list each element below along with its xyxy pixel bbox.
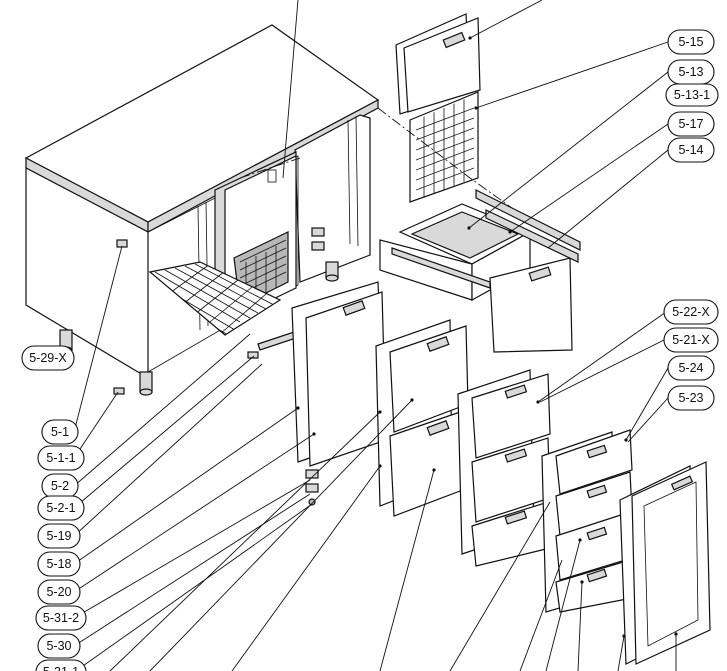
leader-lines <box>65 0 677 671</box>
callout-5-2-1: 5-2-1 <box>37 495 85 521</box>
callout-label: 5-14 <box>678 143 703 157</box>
callout-label: 5-19 <box>46 529 71 543</box>
callout-label: 5-2 <box>51 479 69 493</box>
shelf-clip <box>247 351 259 359</box>
tall-door <box>291 281 387 467</box>
three-drawer-front <box>457 369 551 567</box>
callout-label: 5-1-1 <box>46 451 75 465</box>
projection-lines <box>239 107 541 229</box>
vent-door-panel <box>395 13 481 203</box>
callout-5-21-x: 5-21-X <box>663 327 719 353</box>
hinge-clip-2 <box>305 483 319 493</box>
callout-5-30: 5-30 <box>37 633 81 659</box>
callout-5-31-2: 5-31-2 <box>35 605 87 631</box>
callout-label: 5-17 <box>678 117 703 131</box>
callout-label: 5-1 <box>51 425 69 439</box>
callout-label: 5-31-2 <box>43 611 79 625</box>
callout-label: 5-13 <box>678 65 703 79</box>
callout-label: 5-13-1 <box>674 88 710 102</box>
glass-door <box>619 461 711 665</box>
callout-label: 5-15 <box>678 35 703 49</box>
callout-5-1-1: 5-1-1 <box>37 445 85 471</box>
cabinet-body <box>24 24 380 396</box>
callout-5-15: 5-15 <box>667 29 715 55</box>
callout-5-19: 5-19 <box>37 523 81 549</box>
callout-5-1: 5-1 <box>41 419 79 445</box>
callout-5-18: 5-18 <box>37 551 81 577</box>
callout-label: 5-21-X <box>672 333 710 347</box>
callout-label: 5-18 <box>46 557 71 571</box>
screw <box>308 498 316 506</box>
drawer-assembly <box>379 189 581 353</box>
callout-label: 5-30 <box>46 639 71 653</box>
callout-5-14: 5-14 <box>667 137 715 163</box>
hinge-clip <box>305 469 319 479</box>
callout-label: 5-2-1 <box>46 501 75 515</box>
callout-label: 5-24 <box>678 361 703 375</box>
callout-5-24: 5-24 <box>667 355 715 381</box>
callout-5-31-1: 5-31-1 <box>35 659 87 671</box>
callout-5-20: 5-20 <box>37 579 81 605</box>
panel-clip <box>113 387 125 395</box>
callout-5-17: 5-17 <box>667 111 715 137</box>
callout-label: 5-31-1 <box>43 665 79 671</box>
callout-5-2: 5-2 <box>41 473 79 499</box>
callout-label: 5-29-X <box>29 351 67 365</box>
callout-5-13: 5-13 <box>667 59 715 85</box>
callout-label: 5-20 <box>46 585 71 599</box>
callout-5-13-1: 5-13-1 <box>665 83 719 107</box>
callout-label: 5-23 <box>678 391 703 405</box>
four-drawer-front <box>541 429 633 613</box>
two-drawer-front <box>375 319 469 517</box>
callout-5-29-x: 5-29-X <box>21 345 75 371</box>
callout-5-22-x: 5-22-X <box>663 299 719 325</box>
callout-label: 5-22-X <box>672 305 710 319</box>
callout-5-23: 5-23 <box>667 385 715 411</box>
